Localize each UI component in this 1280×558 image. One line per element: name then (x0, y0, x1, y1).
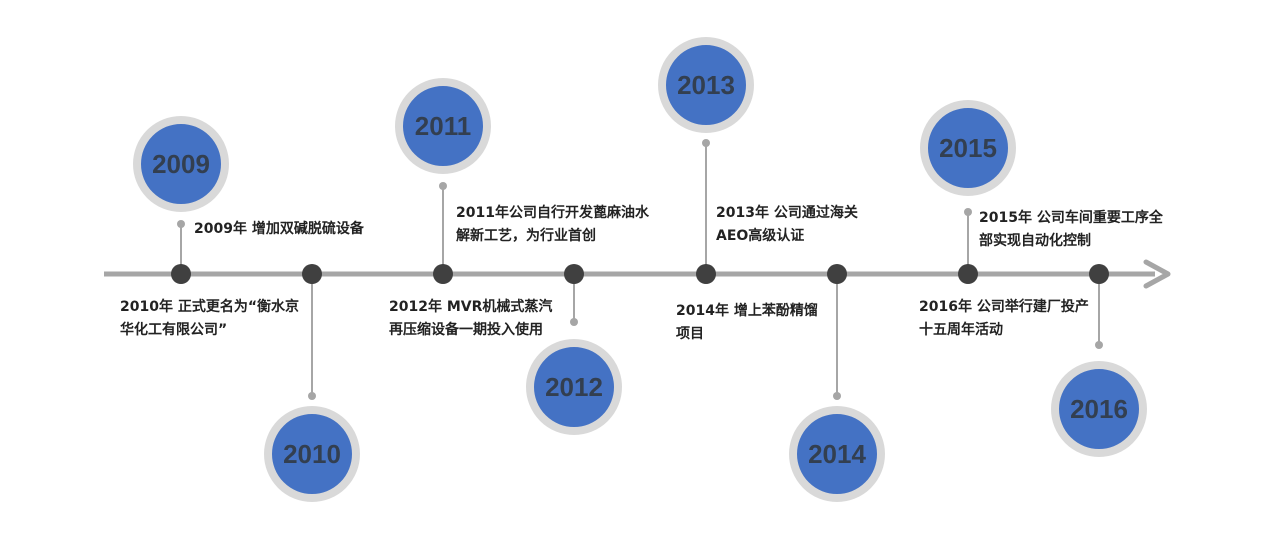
event-end-dot-2016 (1095, 341, 1103, 349)
year-badge-2009: 2009 (133, 116, 229, 212)
timeline-node-2016 (1089, 264, 1109, 284)
event-description-2016: 2016年 公司举行建厂投产十五周年活动 (919, 299, 1089, 338)
year-label: 2014 (808, 438, 866, 469)
year-label: 2013 (677, 69, 735, 100)
event-description-2010: 2010年 正式更名为“衡水京华化工有限公司” (120, 299, 300, 338)
event-description-2015: 2015年 公司车间重要工序全部实现自动化控制 (979, 210, 1163, 249)
year-badge-2010: 2010 (264, 406, 360, 502)
event-description-2012: 2012年 MVR机械式蒸汽再压缩设备一期投入使用 (389, 299, 553, 338)
year-label: 2012 (545, 371, 603, 402)
timeline-node-2009 (171, 264, 191, 284)
year-badge-2016: 2016 (1051, 361, 1147, 457)
year-label: 2011 (414, 110, 472, 141)
event-end-dot-2010 (308, 392, 316, 400)
event-description-2014: 2014年 增上苯酚精馏项目 (676, 303, 818, 342)
year-badge-2013: 2013 (658, 37, 754, 133)
timeline-arrow-icon (1143, 259, 1171, 289)
year-label: 2009 (152, 148, 210, 179)
year-badge-2011: 2011 (395, 78, 491, 174)
year-badge-2014: 2014 (789, 406, 885, 502)
event-end-dot-2014 (833, 392, 841, 400)
event-description-2011: 2011年公司自行开发蓖麻油水解新工艺，为行业首创 (456, 205, 649, 244)
event-end-dot-2012 (570, 318, 578, 326)
timeline-node-2013 (696, 264, 716, 284)
year-label: 2015 (939, 132, 997, 163)
year-badge-2015: 2015 (920, 100, 1016, 196)
year-badge-2012: 2012 (526, 339, 622, 435)
event-end-dot-2013 (702, 139, 710, 147)
event-description-2009: 2009年 增加双碱脱硫设备 (194, 221, 364, 237)
timeline-node-2011 (433, 264, 453, 284)
event-end-dot-2015 (964, 208, 972, 216)
timeline-node-2012 (564, 264, 584, 284)
timeline-node-2015 (958, 264, 978, 284)
event-end-dot-2009 (177, 220, 185, 228)
event-end-dot-2011 (439, 182, 447, 190)
timeline-node-2010 (302, 264, 322, 284)
year-label: 2016 (1070, 393, 1128, 424)
event-description-2013: 2013年 公司通过海关AEO高级认证 (716, 205, 858, 244)
timeline-node-2014 (827, 264, 847, 284)
year-label: 2010 (283, 438, 341, 469)
